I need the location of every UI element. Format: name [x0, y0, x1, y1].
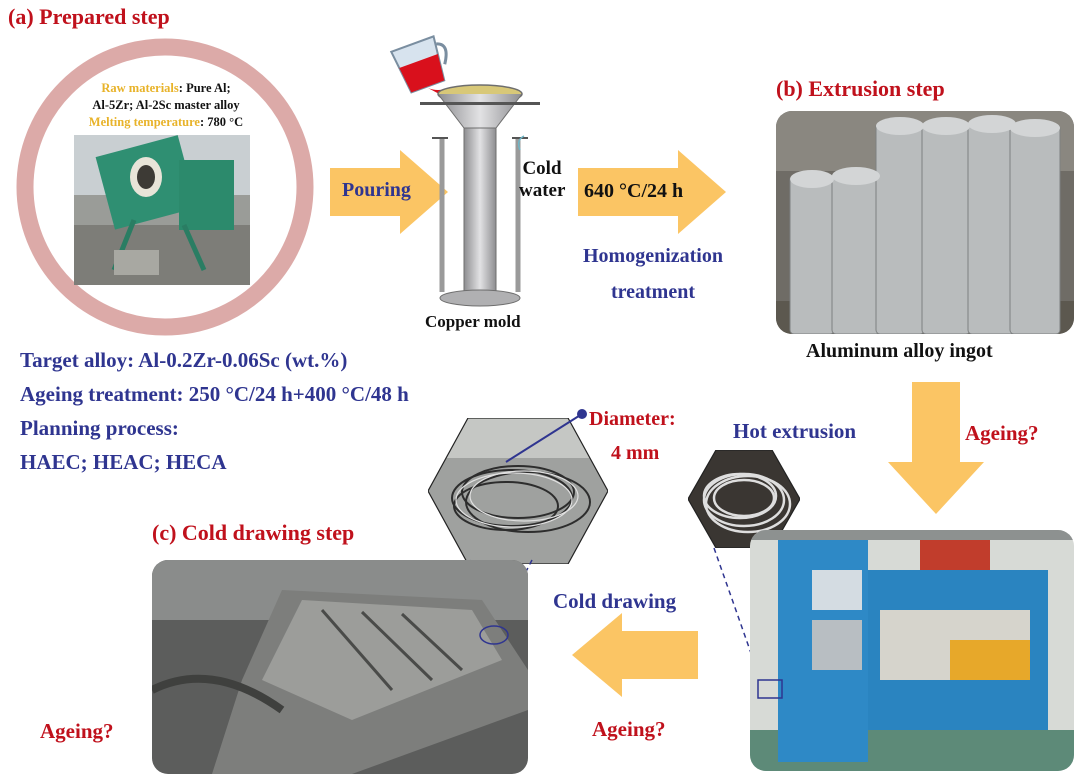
pouring-arrow [330, 150, 448, 239]
ageing-bottom-mid-label: Ageing? [592, 717, 666, 741]
diameter-value: 4 mm [611, 442, 660, 464]
diameter-pointer [500, 400, 600, 475]
raw-materials-value: : Pure Al; [178, 81, 231, 95]
furnace-photo [74, 135, 250, 285]
cold-water-label: Cold water [519, 158, 565, 202]
melting-temp-value: : 780 °C [200, 115, 244, 129]
prepared-step-title: (a) Prepared step [8, 4, 170, 29]
process-list-text: HAEC; HEAC; HECA [20, 450, 227, 474]
hot-extrusion-label: Hot extrusion [733, 419, 857, 443]
down-arrow [888, 382, 984, 519]
homogenization-line1: Homogenization [583, 245, 723, 267]
homogenization-line2: treatment [610, 281, 696, 303]
wire-coil-hexagon [427, 417, 609, 569]
ingot-label: Aluminum alloy ingot [806, 340, 993, 362]
ageing-treatment-text: Ageing treatment: 250 °C/24 h+400 °C/48 … [20, 382, 409, 406]
homogenization-label: Homogenization treatment [560, 238, 746, 310]
target-alloy-text: Target alloy: Al-0.2Zr-0.06Sc (wt.%) [20, 348, 348, 372]
cold-drawing-step-title: (c) Cold drawing step [152, 520, 355, 545]
cold-water-line2: water [519, 180, 566, 201]
extrusion-step-title: (b) Extrusion step [776, 76, 945, 101]
diameter-label: Diameter: [589, 408, 676, 430]
copper-mold-diagram [420, 80, 540, 317]
info-block: Target alloy: Al-0.2Zr-0.06Sc (wt.%) Age… [20, 343, 409, 479]
cold-drawing-label: Cold drawing [553, 589, 677, 613]
homogenization-temp: 640 °C/24 h [584, 180, 684, 202]
ingot-photo [776, 111, 1074, 334]
homogenization-arrow [578, 150, 726, 239]
copper-mold-label: Copper mold [425, 312, 521, 331]
ageing-right-label: Ageing? [965, 421, 1039, 445]
planning-process-text: Planning process: [20, 416, 179, 440]
drawing-machine-photo [152, 560, 528, 774]
cold-water-line1: Cold [522, 158, 562, 179]
raw-materials-line2: Al-5Zr; Al-2Sc master alloy [92, 98, 240, 112]
cold-drawing-arrow [572, 613, 698, 702]
raw-materials-note: Raw materials: Pure Al; Al-5Zr; Al-2Sc m… [64, 80, 268, 131]
diameter-label-block: Diameter: 4 mm [589, 402, 676, 470]
melting-temp-label: Melting temperature [88, 115, 200, 129]
ageing-bottom-left-label: Ageing? [40, 719, 114, 743]
raw-materials-label: Raw materials [101, 81, 179, 95]
pouring-label: Pouring [342, 179, 411, 201]
extrusion-machine-photo [750, 530, 1074, 771]
